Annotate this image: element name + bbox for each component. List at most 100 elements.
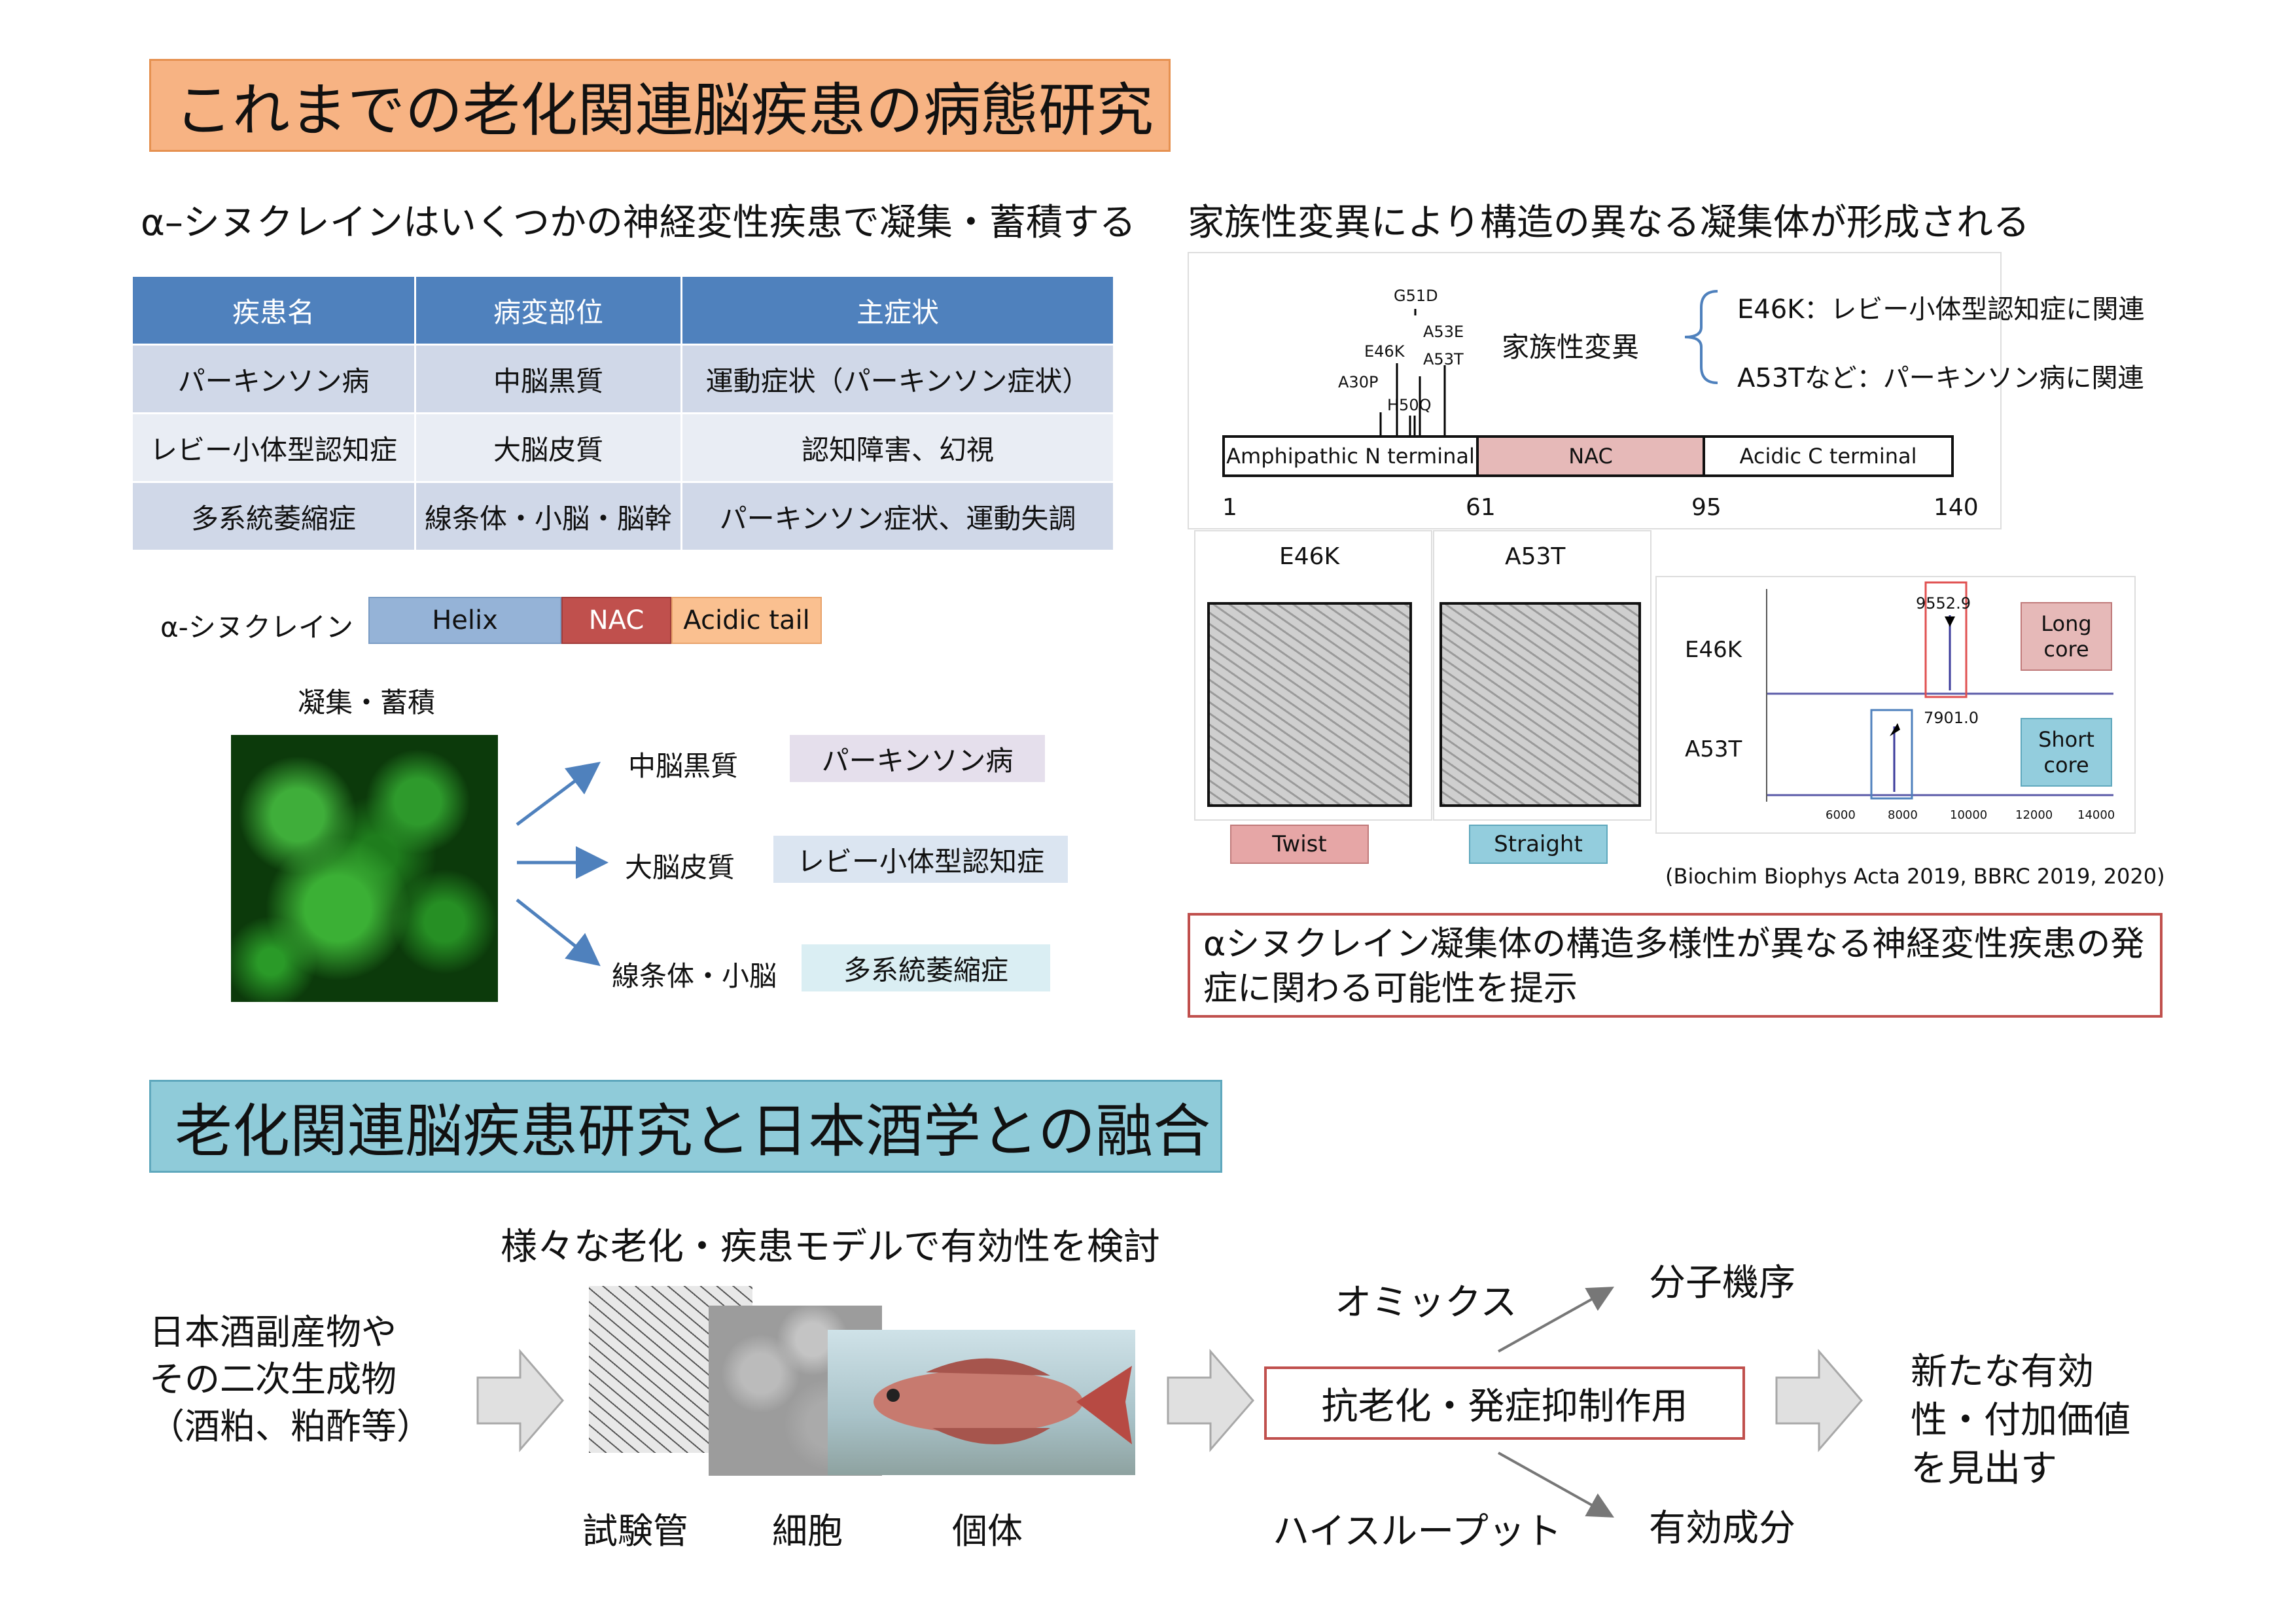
- model-label: 試験管: [582, 1510, 688, 1552]
- flow-arrow-icon: [476, 1348, 564, 1453]
- region-disease: レビー小体型認知症: [773, 836, 1068, 883]
- nac-domain: NAC: [561, 597, 671, 644]
- familial-label: 家族性変異: [1502, 331, 1640, 363]
- mutation-label: E46K: [1364, 342, 1405, 361]
- note-e46k: E46K：レビー小体型認知症に関連: [1737, 294, 2145, 325]
- table-cell: 運動症状（パーキンソン症状）: [680, 344, 1115, 414]
- result-line: 新たな有効: [1911, 1351, 2094, 1393]
- models-heading: 様々な老化・疾患モデルで有効性を検討: [501, 1226, 1160, 1268]
- acidic-tail-domain: Acidic tail: [671, 597, 822, 644]
- segment-n-terminal: Amphipathic N terminal: [1222, 435, 1479, 477]
- branch-arrows: [1498, 1287, 1614, 1518]
- table-row: レビー小体型認知症 大脳皮質 認知障害、幻視: [131, 412, 1115, 483]
- synuclein-label: α-シヌクレイン: [160, 611, 353, 643]
- region-site: 線条体・小脳: [612, 960, 777, 992]
- flow-arrow-icon: [1167, 1348, 1254, 1453]
- note-a53t: A53Tなど：パーキンソン病に関連: [1737, 363, 2144, 393]
- table-cell: パーキンソン症状、運動失調: [680, 481, 1115, 552]
- source-line: 日本酒副産物や: [149, 1311, 397, 1353]
- structure-panel: [1188, 252, 2002, 529]
- model-label: 細胞: [772, 1510, 843, 1552]
- type-twist: Twist: [1230, 825, 1369, 864]
- arrow-icon: [1498, 1452, 1614, 1518]
- mass-spectra: [1766, 581, 2113, 802]
- table-cell: 大脳皮質: [414, 412, 682, 483]
- right-heading: 家族性変異により構造の異なる凝集体が形成される: [1188, 202, 2030, 244]
- em-label: E46K: [1279, 543, 1340, 570]
- result-line: を見出す: [1911, 1448, 2057, 1490]
- em-image-a53t: [1439, 602, 1641, 807]
- region-disease: 多系統萎縮症: [802, 944, 1050, 991]
- source-line: その二次生成物: [149, 1359, 397, 1400]
- conclusion-box: αシヌクレイン凝集体の構造多様性が異なる神経変性疾患の発症に関わる可能性を提示: [1188, 913, 2163, 1018]
- peak-marker-icon: [1945, 616, 1955, 627]
- long-core-label: Long core: [2021, 602, 2112, 671]
- peak-label: 7901.0: [1924, 709, 1979, 727]
- fluorescence-image: [231, 735, 498, 1002]
- section1-title: これまでの老化関連脳疾患の病態研究: [175, 76, 1154, 144]
- mutation-label: A53E: [1423, 323, 1464, 341]
- result-text: 新たな有効 性・付加価値 を見出す: [1911, 1348, 2130, 1493]
- component-label: 有効成分: [1649, 1507, 1795, 1550]
- mutation-label: A30P: [1338, 373, 1379, 391]
- helix-domain: Helix: [368, 597, 561, 644]
- effect-box: 抗老化・発症抑制作用: [1264, 1366, 1745, 1440]
- region-site: 大脳皮質: [625, 851, 735, 883]
- ms-tick: 12000: [2015, 808, 2053, 822]
- section2-title: 老化関連脳疾患研究と日本酒学との融合: [175, 1097, 1211, 1165]
- throughput-label: ハイスループット: [1273, 1510, 1562, 1553]
- table-row: 多系統萎縮症 線条体・小脳・脳幹 パーキンソン症状、運動失調: [131, 481, 1115, 552]
- segment-c-terminal: Acidic C terminal: [1705, 435, 1954, 477]
- arrow-icon: [1498, 1287, 1614, 1353]
- arrow-icon: [516, 762, 601, 826]
- left-heading: α–シヌクレインはいくつかの神経変性疾患で凝集・蓄積する: [141, 202, 1136, 244]
- position-label: 140: [1934, 494, 1979, 521]
- table-cell: 中脳黒質: [414, 344, 682, 414]
- peak-marker-icon: [1890, 723, 1900, 736]
- section1-banner: これまでの老化関連脳疾患の病態研究: [149, 59, 1171, 152]
- table-cell: レビー小体型認知症: [131, 412, 416, 483]
- short-core-label: Short core: [2021, 718, 2112, 787]
- ms-tick: 6000: [1826, 808, 1856, 822]
- table-cell: 線条体・小脳・脳幹: [414, 481, 682, 552]
- peak-label: 9552.9: [1916, 594, 1971, 613]
- citation: (Biochim Biophys Acta 2019, BBRC 2019, 2…: [1665, 864, 2165, 889]
- table-header: 疾患名: [131, 275, 416, 346]
- fish-icon: [874, 1358, 1132, 1444]
- em-label: A53T: [1505, 543, 1566, 570]
- segment-nac: NAC: [1479, 435, 1705, 477]
- mutation-label: H50Q: [1387, 396, 1432, 414]
- ms-tick: 10000: [1950, 808, 1988, 822]
- ms-row-label: E46K: [1685, 637, 1742, 663]
- position-label: 1: [1222, 494, 1237, 521]
- mechanism-label: 分子機序: [1649, 1262, 1795, 1304]
- brace-icon: [1684, 290, 1718, 384]
- table-row: パーキンソン病 中脳黒質 運動症状（パーキンソン症状）: [131, 344, 1115, 414]
- region-disease: パーキンソン病: [790, 735, 1045, 782]
- em-image-e46k: [1207, 602, 1412, 807]
- mutation-label: A53T: [1423, 350, 1464, 368]
- ms-tick: 14000: [2077, 808, 2115, 822]
- arrow-icon: [516, 899, 601, 967]
- aggregate-label: 凝集・蓄積: [298, 687, 436, 719]
- flow-arrow-icon: [1775, 1348, 1863, 1453]
- mutation-ticks: [1379, 309, 1446, 435]
- section2-banner: 老化関連脳疾患研究と日本酒学との融合: [149, 1080, 1222, 1173]
- ms-row-label: A53T: [1685, 736, 1742, 762]
- type-straight: Straight: [1469, 825, 1608, 864]
- table-cell: パーキンソン病: [131, 344, 416, 414]
- disease-table: 疾患名 病変部位 主症状 パーキンソン病 中脳黒質 運動症状（パーキンソン症状）…: [131, 275, 1115, 552]
- model-label: 個体: [952, 1510, 1023, 1552]
- region-site: 中脳黒質: [628, 750, 739, 782]
- table-header: 主症状: [680, 275, 1115, 346]
- position-label: 95: [1691, 494, 1722, 521]
- fish-image: [828, 1330, 1135, 1475]
- result-line: 性・付加価値: [1911, 1399, 2130, 1442]
- omics-label: オミックス: [1335, 1281, 1517, 1324]
- source-text: 日本酒副産物や その二次生成物 （酒粕、粕酢等）: [149, 1309, 432, 1450]
- position-label: 61: [1466, 494, 1496, 521]
- ms-tick: 8000: [1888, 808, 1918, 822]
- mutation-label: G51D: [1394, 287, 1438, 305]
- source-line: （酒粕、粕酢等）: [149, 1406, 432, 1447]
- table-cell: 認知障害、幻視: [680, 412, 1115, 483]
